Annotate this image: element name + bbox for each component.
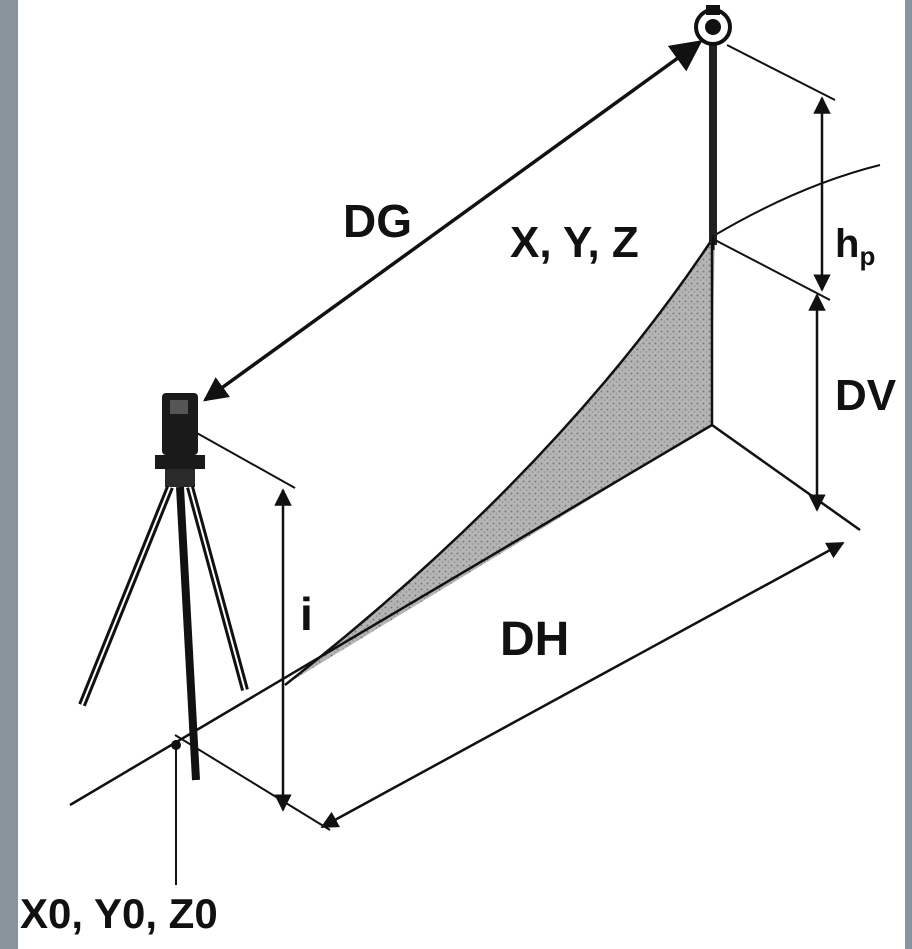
i-top-extension	[194, 431, 296, 489]
dh-label: DH	[500, 613, 569, 666]
right-frame	[905, 0, 912, 949]
dh-left-extension	[174, 734, 331, 831]
station-point-label: X0, Y0, Z0	[20, 890, 218, 937]
hp-label-subscript: p	[859, 241, 875, 271]
hp-bottom-extension	[714, 239, 831, 301]
hp-label-main: h	[835, 222, 859, 266]
station-point-marker	[171, 740, 181, 750]
left-frame	[0, 0, 18, 949]
total-station-icon	[155, 393, 205, 487]
tripod-icon	[78, 485, 249, 781]
dh-dimension-arrow	[320, 541, 845, 829]
shaded-plane	[285, 235, 715, 685]
horizontal-edge	[711, 423, 861, 532]
hp-top-extension	[726, 44, 836, 101]
prism-pole	[709, 35, 717, 245]
dg-label: DG	[343, 195, 412, 247]
prism-icon	[694, 5, 732, 46]
dg-arrow	[203, 40, 703, 402]
hp-label: hp	[835, 222, 875, 271]
dv-label: DV	[835, 371, 897, 420]
target-point-label: X, Y, Z	[510, 218, 639, 267]
sight-line-extension	[714, 164, 881, 236]
i-label: i	[300, 588, 313, 640]
